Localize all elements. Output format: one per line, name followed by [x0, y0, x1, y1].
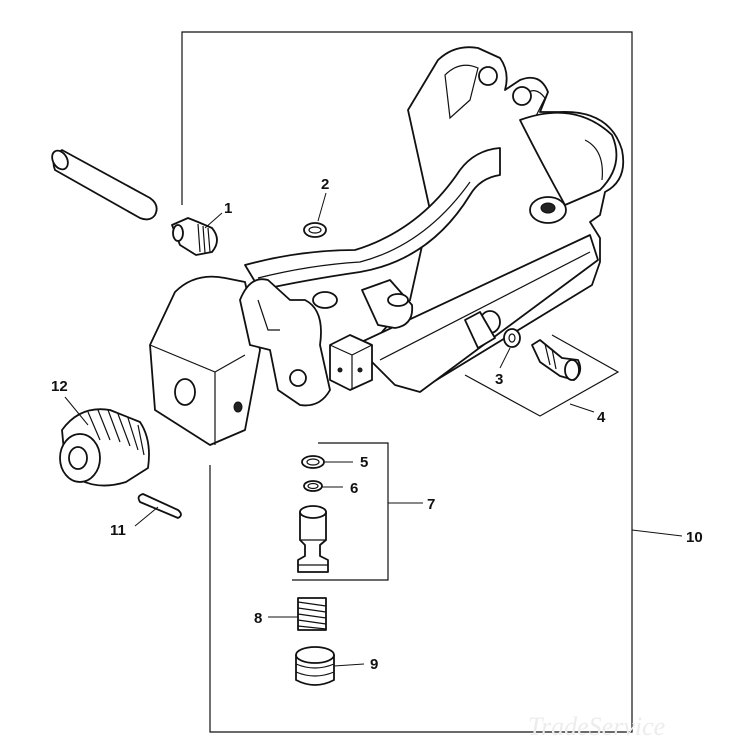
- part-12-gear: [59, 408, 150, 487]
- callout-5: 5: [360, 454, 368, 471]
- callout-12: 12: [51, 378, 68, 395]
- housing-body: [149, 46, 625, 446]
- assembly-frame: [181, 31, 633, 733]
- bracket-part-4: [464, 334, 620, 417]
- callout-3: 3: [495, 371, 503, 388]
- part-7-valve-piston: [297, 505, 329, 573]
- part-6-o-ring: [303, 480, 323, 492]
- leader-lines: [64, 192, 683, 667]
- callout-2: 2: [321, 176, 329, 193]
- callout-1: 1: [224, 200, 232, 217]
- callout-7: 7: [427, 496, 435, 513]
- callout-labels: 1 2 3 4 5 6 7 8 9 10 11 12: [51, 176, 703, 673]
- part-5-o-ring: [301, 455, 325, 469]
- part-11-pin: [137, 493, 182, 519]
- part-9-plug: [295, 646, 335, 686]
- part-8-spring: [297, 597, 327, 631]
- callout-11: 11: [110, 522, 126, 539]
- bracket-part-7: [292, 442, 389, 581]
- callout-10: 10: [686, 529, 703, 546]
- watermark-text: TradeService: [528, 712, 665, 741]
- part-3-washer: [503, 328, 521, 348]
- callout-9: 9: [370, 656, 378, 673]
- callout-4: 4: [597, 409, 606, 426]
- part-1-fitting: [51, 149, 218, 256]
- callout-6: 6: [350, 480, 358, 497]
- part-2-o-ring: [303, 222, 327, 238]
- part-4-plug-screw: [531, 339, 582, 381]
- callout-8: 8: [254, 610, 262, 627]
